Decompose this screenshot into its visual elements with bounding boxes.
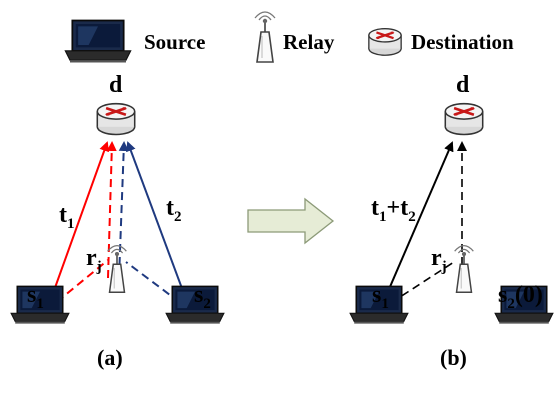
link-s1-to-d [46, 141, 110, 311]
panel-b-caption: (b) [440, 345, 467, 370]
destination-label: d [109, 72, 123, 98]
source2-label: s2(0) [498, 282, 543, 312]
transition-arrow-icon [247, 197, 335, 245]
relay-label: rj [431, 245, 447, 275]
link-s1-to-d [379, 141, 454, 311]
panel-b: d t1+t2 rj s1 s2(0) (b) [349, 72, 554, 370]
destination-label: d [456, 72, 470, 98]
legend-destination-label: Destination [411, 30, 514, 54]
time1-label: t1 [59, 202, 75, 232]
time2-label: t2 [166, 195, 182, 225]
source2-label: s2 [194, 282, 211, 312]
panel-a-caption: (a) [97, 345, 123, 370]
source1-label: s1 [372, 282, 389, 312]
time-sum-label: t1+t2 [371, 195, 416, 225]
legend-laptop-icon [64, 19, 132, 64]
link-r-to-d-blue [118, 141, 129, 279]
panel-a: d t1 t2 rj s1 s2 (a) [10, 72, 225, 370]
link-s2-to-d [126, 141, 191, 311]
relay-label: rj [86, 245, 102, 275]
relay-icon [453, 244, 475, 294]
destination-router-icon [95, 102, 137, 136]
source1-label: s1 [27, 282, 44, 312]
legend-relay-label: Relay [283, 30, 335, 54]
destination-router-icon [443, 102, 485, 136]
link-r-to-d-red [106, 141, 117, 279]
legend-relay-icon [254, 11, 276, 63]
relay-icon [106, 244, 128, 294]
legend-router-icon [367, 27, 403, 57]
legend-source-label: Source [144, 30, 205, 54]
